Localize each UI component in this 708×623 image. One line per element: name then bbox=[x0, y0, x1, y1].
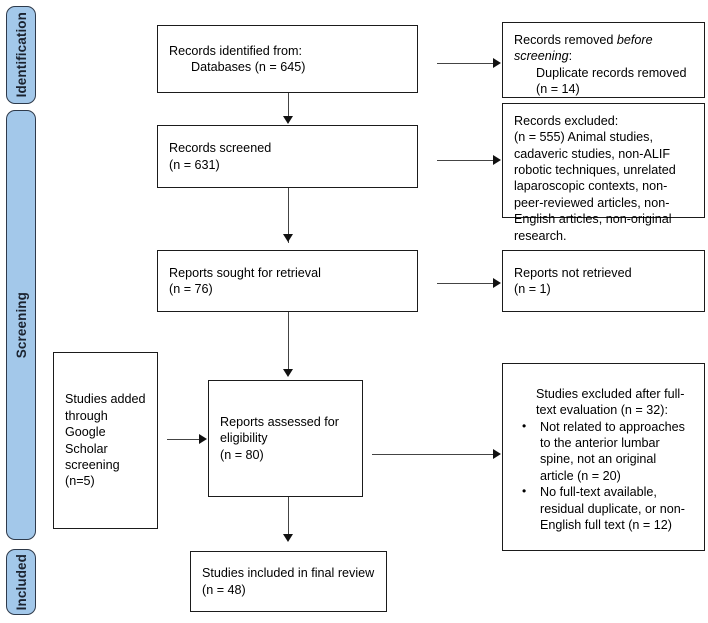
connector-screened-to-excluded bbox=[437, 160, 494, 161]
records-identified-line1: Records identified from: bbox=[169, 43, 302, 58]
records-removed-line2: screening: bbox=[514, 48, 693, 64]
box-studies-included: Studies included in final review (n = 48… bbox=[190, 551, 387, 612]
phase-label-identification: Identification bbox=[13, 12, 29, 98]
records-removed-line1: Records removed before bbox=[514, 32, 693, 48]
reports-sought-line2: (n = 76) bbox=[169, 282, 213, 296]
phase-bar-identification: Identification bbox=[6, 6, 36, 104]
box-records-identified: Records identified from: Databases (n = … bbox=[157, 25, 418, 93]
studies-included-line2: (n = 48) bbox=[202, 582, 246, 597]
reports-assessed-line1: Reports assessed for eligibility bbox=[220, 414, 339, 446]
box-records-excluded: Records excluded: (n = 555) Animal studi… bbox=[502, 103, 705, 243]
connector-assessed-to-studies-excluded bbox=[372, 454, 494, 455]
arrowhead-identified-to-removed bbox=[493, 58, 501, 68]
phase-label-screening: Screening bbox=[13, 291, 29, 359]
records-removed-text-colon: : bbox=[568, 49, 573, 64]
studies-excluded-bullet-list: Not related to approaches to the anterio… bbox=[514, 419, 693, 534]
box-reports-sought: Reports sought for retrieval (n = 76) bbox=[157, 250, 418, 312]
records-removed-text-before: before bbox=[616, 33, 653, 47]
records-identified-line2: Databases (n = 645) bbox=[191, 60, 306, 74]
connector-identified-to-removed bbox=[437, 63, 494, 64]
phase-bar-screening: Screening bbox=[6, 110, 36, 540]
arrowhead-screened-to-sought bbox=[283, 234, 293, 242]
arrowhead-identified-to-screened bbox=[283, 116, 293, 124]
records-removed-text-screening: screening bbox=[514, 49, 569, 64]
box-records-removed: Records removed before screening: Duplic… bbox=[502, 22, 705, 98]
arrowhead-assessed-to-included bbox=[283, 534, 293, 542]
records-screened-line2: (n = 631) bbox=[169, 157, 220, 172]
box-records-screened: Records screened (n = 631) bbox=[157, 125, 418, 188]
studies-included-line1: Studies included in final review bbox=[202, 566, 375, 581]
arrowhead-screened-to-excluded bbox=[493, 155, 501, 165]
records-excluded-line1: Records excluded: bbox=[514, 114, 619, 128]
arrowhead-assessed-to-studies-excluded bbox=[493, 449, 501, 459]
connector-assessed-to-included bbox=[288, 497, 289, 537]
connector-sought-to-not-retrieved bbox=[437, 283, 494, 284]
box-reports-not-retrieved: Reports not retrieved (n = 1) bbox=[502, 250, 705, 312]
studies-excluded-bullet: No full-text available, residual duplica… bbox=[522, 484, 693, 533]
connector-identified-to-screened bbox=[288, 93, 289, 117]
records-excluded-line2: (n = 555) Animal studies, cadaveric stud… bbox=[514, 130, 676, 243]
records-screened-line1: Records screened bbox=[169, 141, 272, 156]
connector-screened-to-sought bbox=[288, 188, 289, 243]
phase-label-included: Included bbox=[13, 553, 29, 611]
reports-sought-line1: Reports sought for retrieval bbox=[169, 265, 321, 280]
box-reports-assessed: Reports assessed for eligibility (n = 80… bbox=[208, 380, 363, 497]
records-removed-line3: Duplicate records removed (n = 14) bbox=[536, 65, 687, 97]
reports-not-retrieved-line1: Reports not retrieved bbox=[514, 265, 632, 280]
records-removed-text-a: Records removed bbox=[514, 33, 617, 47]
reports-assessed-line2: (n = 80) bbox=[220, 447, 264, 462]
google-scholar-line1: Studies added through Google Scholar scr… bbox=[65, 392, 146, 489]
connector-sought-to-assessed bbox=[288, 312, 289, 370]
arrowhead-scholar-to-assessed bbox=[199, 434, 207, 444]
reports-not-retrieved-line2: (n = 1) bbox=[514, 282, 551, 296]
arrowhead-sought-to-assessed bbox=[283, 369, 293, 377]
studies-excluded-heading: Studies excluded after full-text evaluat… bbox=[536, 387, 685, 418]
studies-excluded-bullet: Not related to approaches to the anterio… bbox=[522, 419, 693, 484]
phase-bar-included: Included bbox=[6, 549, 36, 615]
connector-scholar-to-assessed bbox=[167, 439, 200, 440]
box-studies-excluded: Studies excluded after full-text evaluat… bbox=[502, 363, 705, 551]
arrowhead-sought-to-not-retrieved bbox=[493, 278, 501, 288]
box-google-scholar: Studies added through Google Scholar scr… bbox=[53, 352, 158, 529]
